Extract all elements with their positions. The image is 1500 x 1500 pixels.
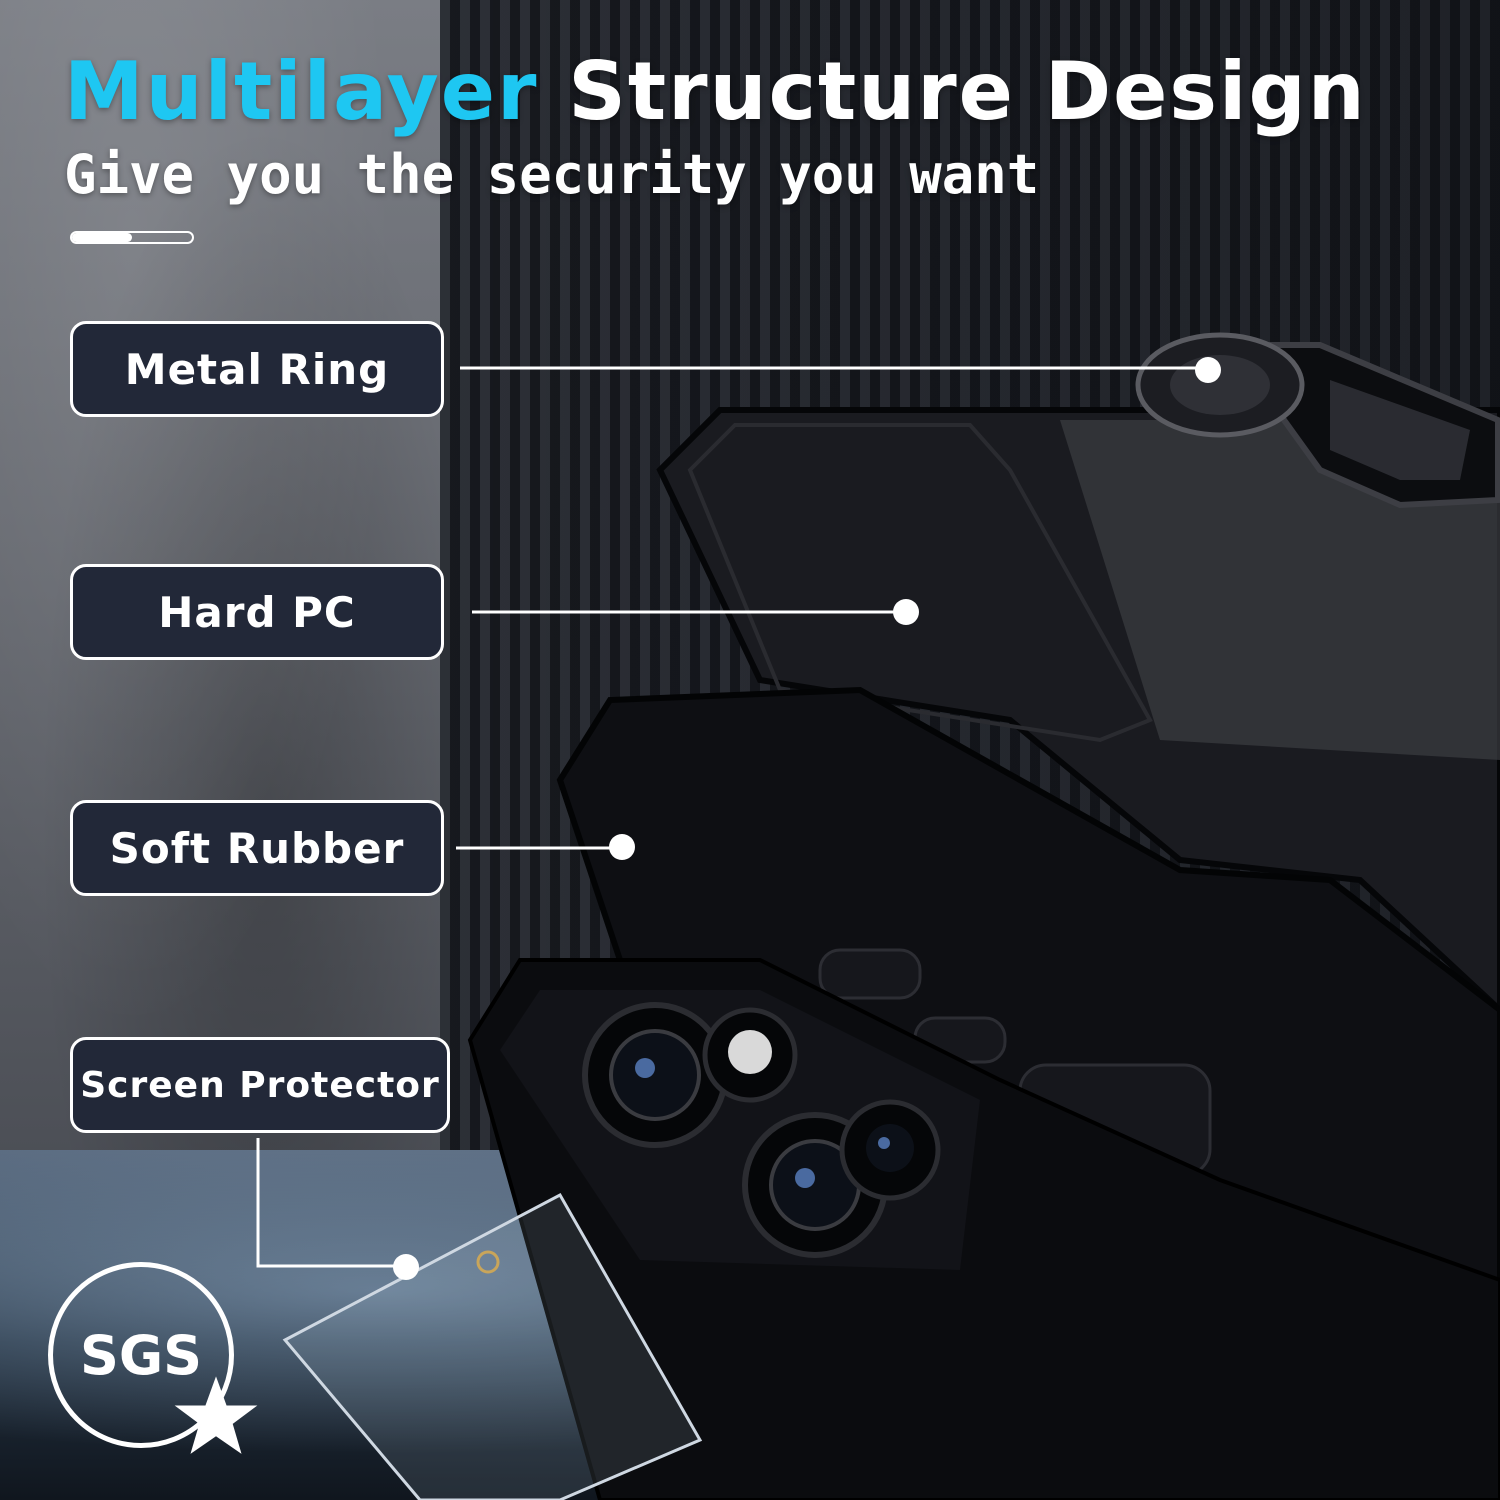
camera-flash: [702, 1007, 798, 1103]
hard-pc-panel: [1060, 420, 1500, 760]
label-screen-protector-text: Screen Protector: [80, 1064, 440, 1106]
camera-lens-small: [839, 1099, 941, 1201]
label-screen-protector: Screen Protector: [70, 1037, 450, 1133]
label-metal-ring: Metal Ring: [70, 321, 444, 417]
label-hard-pc: Hard PC: [70, 564, 444, 660]
camera-lens-main: [582, 1002, 728, 1148]
callout-dot-hard-pc: [893, 599, 919, 625]
progress-bar: [70, 231, 194, 244]
headline: Multilayer Structure Design: [64, 52, 1367, 132]
label-hard-pc-text: Hard PC: [158, 587, 356, 637]
screen-protector-glass: [282, 1192, 703, 1500]
callout-dot-soft-rubber: [609, 834, 635, 860]
callout-line-screen-protector: [256, 1138, 406, 1268]
progress-fill: [72, 233, 132, 242]
metal-ring-holder: [1135, 332, 1500, 509]
label-metal-ring-text: Metal Ring: [124, 344, 390, 394]
sgs-badge: SGS: [48, 1262, 234, 1448]
callout-dot-metal-ring: [1195, 357, 1221, 383]
callout-dot-screen-protector: [393, 1254, 419, 1280]
subtitle: Give you the security you want: [64, 143, 1040, 206]
star-icon: [174, 1376, 258, 1454]
label-soft-rubber: Soft Rubber: [70, 800, 444, 896]
sgs-badge-text: SGS: [79, 1323, 203, 1387]
headline-rest: Structure Design: [538, 45, 1367, 138]
side-button-top: [818, 948, 922, 1000]
camera-lens-ring: [476, 1250, 500, 1274]
headline-accent: Multilayer: [64, 45, 539, 138]
label-soft-rubber-text: Soft Rubber: [109, 823, 405, 873]
